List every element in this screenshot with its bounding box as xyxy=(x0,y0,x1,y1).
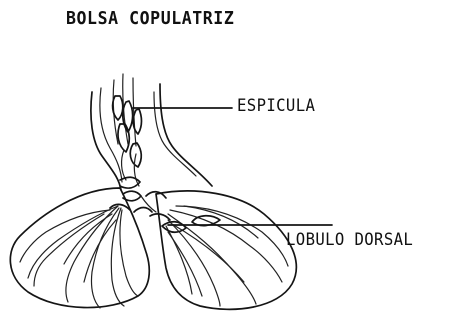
lobulo-dorsal-label: LOBULO DORSAL xyxy=(286,230,413,250)
left-lobe xyxy=(10,188,149,308)
body-trunk xyxy=(91,74,212,190)
right-lobe xyxy=(156,191,296,309)
espicula-label: ESPICULA xyxy=(237,96,315,116)
